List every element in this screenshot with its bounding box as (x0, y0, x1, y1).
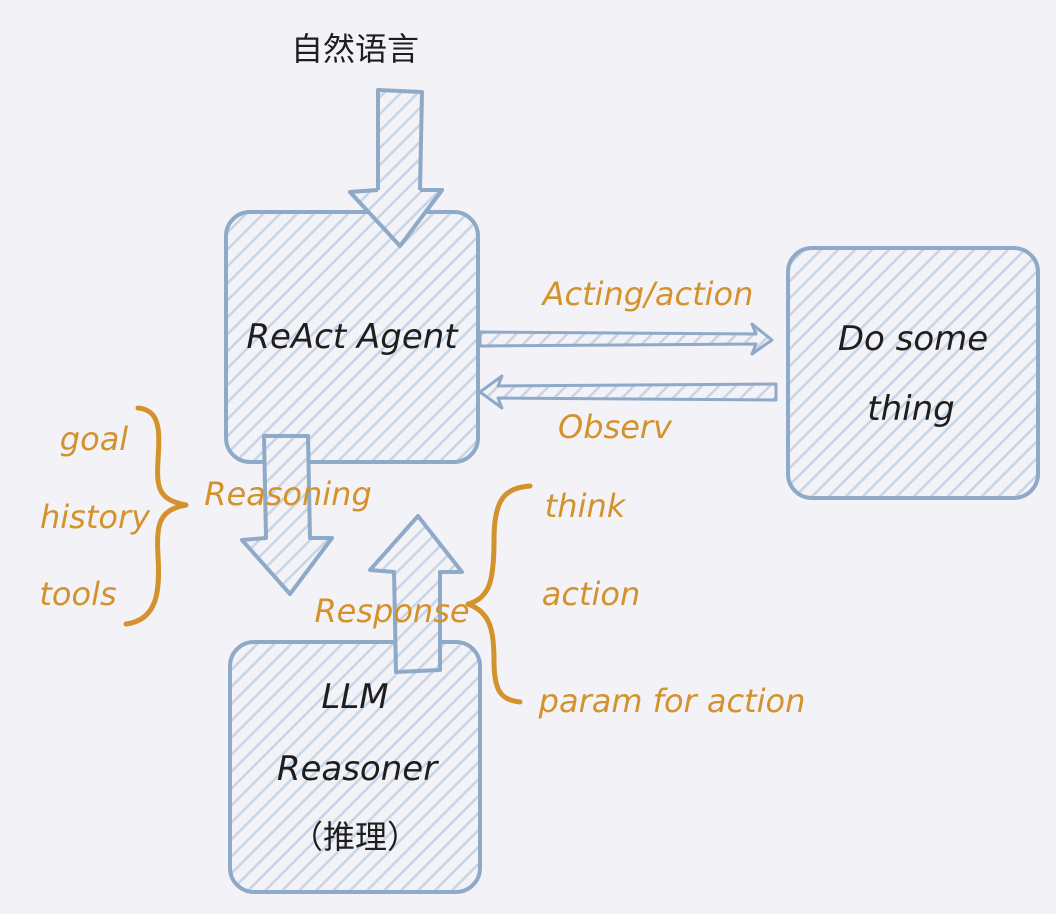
observe-arrow (478, 374, 778, 410)
react-agent-label: ReAct Agent (246, 317, 459, 357)
output-param-for-action: param for action (538, 682, 806, 720)
outputs-brace (465, 483, 533, 705)
reasoning-arrow (240, 434, 334, 596)
llm-label-line1: LLM (321, 677, 388, 717)
response-label: Response (314, 592, 469, 630)
output-action: action (542, 575, 641, 613)
llm-label-line2: Reasoner (277, 749, 439, 789)
output-think: think (545, 487, 627, 525)
react-agent-box (224, 210, 480, 464)
do-something-label-line1: Do some (838, 319, 988, 359)
llm-reasoner-box (228, 640, 482, 894)
acting-label: Acting/action (541, 275, 754, 313)
do-something-box (786, 246, 1040, 500)
input-history: history (40, 498, 151, 536)
acting-arrow (478, 322, 774, 356)
observe-label: Observ (558, 408, 673, 446)
input-arrow-tip (348, 188, 444, 248)
reasoning-label: Reasoning (204, 475, 372, 513)
response-arrow (368, 514, 464, 674)
inputs-brace (123, 405, 189, 627)
input-goal: goal (60, 420, 129, 458)
input-tools: tools (39, 575, 116, 613)
llm-label-line3: （推理） (291, 818, 419, 856)
input-label: 自然语言 (291, 30, 419, 68)
do-something-label-line2: thing (867, 389, 954, 429)
